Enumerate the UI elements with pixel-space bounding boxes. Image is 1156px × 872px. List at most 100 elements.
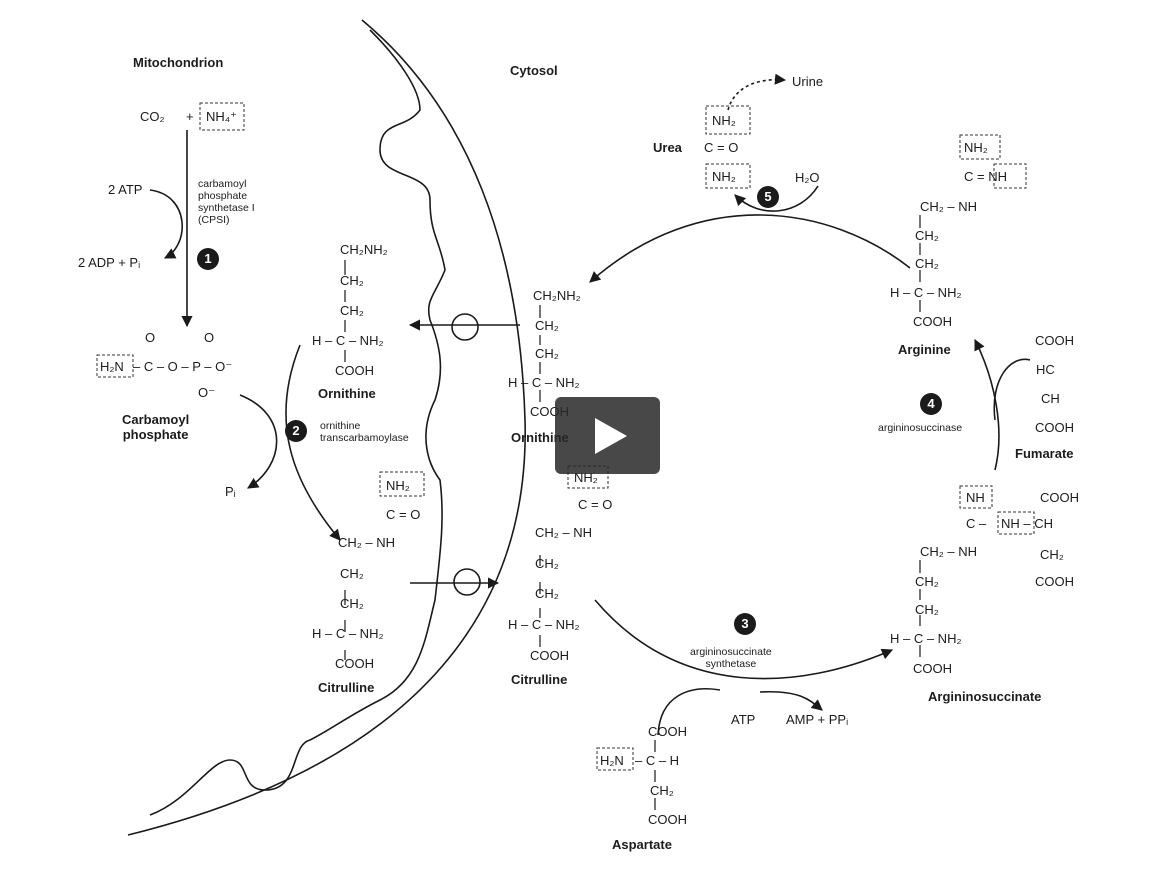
arg-cooh: COOH [913,314,952,329]
cit-m-ch2a: CH₂ [340,566,364,581]
amp-curve [759,690,823,711]
cit-m-co: C = O [386,507,421,522]
orn-m-cooh: COOH [335,363,374,378]
arg-ch2a: CH₂ [915,228,939,243]
urine-arrow [727,73,787,111]
co2-text: CO₂ [140,109,165,124]
orn-m-ch2nh2: CH₂NH₂ [340,242,388,257]
atp-text: 2 ATP [108,182,143,197]
orn-c-hcnh2: H – C – NH₂ [508,375,580,390]
urea-label: Urea [653,140,682,155]
aspartate-curve [657,688,721,736]
cit-c-cooh: COOH [530,648,569,663]
orn-m-ch2b: CH₂ [340,303,364,318]
as-nhch: NH – CH [1001,516,1054,531]
arg-ch2nh: CH₂ – NH [920,199,978,214]
inner-membrane [149,29,446,816]
as-cooh2: COOH [1035,574,1074,589]
otc-arrow [285,344,341,541]
fum-ch: CH [1041,391,1060,406]
asp-cooh2: COOH [648,812,687,827]
step-1-badge: 1 [197,248,219,270]
pi-curve [239,394,278,489]
as-ch2nh: CH₂ – NH [920,544,978,559]
as-cooh3: COOH [913,661,952,676]
asp-ch2: CH₂ [650,783,674,798]
play-button[interactable] [555,397,660,474]
cit-m-hcnh2: H – C – NH₂ [312,626,384,641]
urea-nh2b: NH₂ [712,169,736,184]
nh4-text: NH₄⁺ [206,109,237,124]
urine-text: Urine [792,74,824,89]
amp-text: AMP + PPᵢ [786,712,849,727]
citrulline-mito-label: Citrulline [318,680,375,695]
cp-h2n: H₂N [100,359,124,374]
cit-m-cooh: COOH [335,656,374,671]
citrulline-cyto-label: Citrulline [511,672,568,687]
cit-c-ch2b: CH₂ [535,586,559,601]
arg-ch2b: CH₂ [915,256,939,271]
step-2-badge: 2 [285,420,307,442]
fumarate-curve [993,358,1031,421]
orn-c-ch2nh2: CH₂NH₂ [533,288,581,303]
atp-3-text: ATP [731,712,756,727]
cp-o2: O [204,330,215,345]
aspartate-label: Aspartate [612,837,672,852]
asp-h2n: H₂N [600,753,624,768]
mitochondrion-label: Mitochondrion [133,55,224,70]
cit-c-ch2nh: CH₂ – NH [535,525,593,540]
arg-nh2: NH₂ [964,140,988,155]
as-hcnh2: H – C – NH₂ [890,631,962,646]
pi-text: Pᵢ [225,484,236,499]
transporter-ornithine [451,313,479,341]
asl-arrow [974,338,1000,471]
as-ch2b: CH₂ [915,602,939,617]
as-nh: NH [966,490,985,505]
adp-text: 2 ADP + Pᵢ [78,255,141,270]
asp-ch: – C – H [635,753,680,768]
atp-curve [149,189,183,259]
as-cdash: C – [966,516,987,531]
orn-m-ch2a: CH₂ [340,273,364,288]
orn-m-hcnh2: H – C – NH₂ [312,333,384,348]
urea-co: C = O [704,140,739,155]
ass-arrow [594,599,894,680]
as-ch2-side: CH₂ [1040,547,1064,562]
step-3-badge: 3 [734,613,756,635]
fum-cooh2: COOH [1035,420,1074,435]
cytosol-label: Cytosol [510,63,558,78]
ass-enzyme: argininosuccinate synthetase [690,646,772,670]
transporter-citrulline [453,568,481,596]
arg-hcnh2: H – C – NH₂ [890,285,962,300]
ornithine-mito-label: Ornithine [318,386,376,401]
asl-enzyme: argininosuccinase [878,422,963,434]
orn-c-ch2a: CH₂ [535,318,559,333]
otc-enzyme: ornithine transcarbamoylase [320,420,409,444]
carbamoyl-phosphate-label: Carbamoyl phosphate [122,412,190,442]
cps1-enzyme: carbamoyl phosphate synthetase I (CPSI) [198,178,255,226]
cit-c-ch2a: CH₂ [535,556,559,571]
water-curve [734,185,819,212]
fumarate-label: Fumarate [1015,446,1074,461]
cit-c-co: C = O [578,497,613,512]
plus-text: + [186,109,194,124]
arginase-arrow [589,214,911,283]
fum-cooh1: COOH [1035,333,1074,348]
arg-cnh: C = NH [964,169,1007,184]
as-cooh1: COOH [1040,490,1079,505]
cit-m-ch2b: CH₂ [340,596,364,611]
cit-c-hcnh2: H – C – NH₂ [508,617,580,632]
ornithine-cyto-label: Ornithine [511,430,569,445]
arginine-label: Arginine [898,342,951,357]
asp-cooh1: COOH [648,724,687,739]
step-4-badge: 4 [920,393,942,415]
step-5-badge: 5 [757,186,779,208]
outer-membrane [127,19,526,836]
fum-hc: HC [1036,362,1055,377]
h2o-text: H₂O [795,170,820,185]
urea-nh2a: NH₂ [712,113,736,128]
cp-o-minus: O⁻ [198,385,215,400]
cit-m-ch2nh: CH₂ – NH [338,535,396,550]
